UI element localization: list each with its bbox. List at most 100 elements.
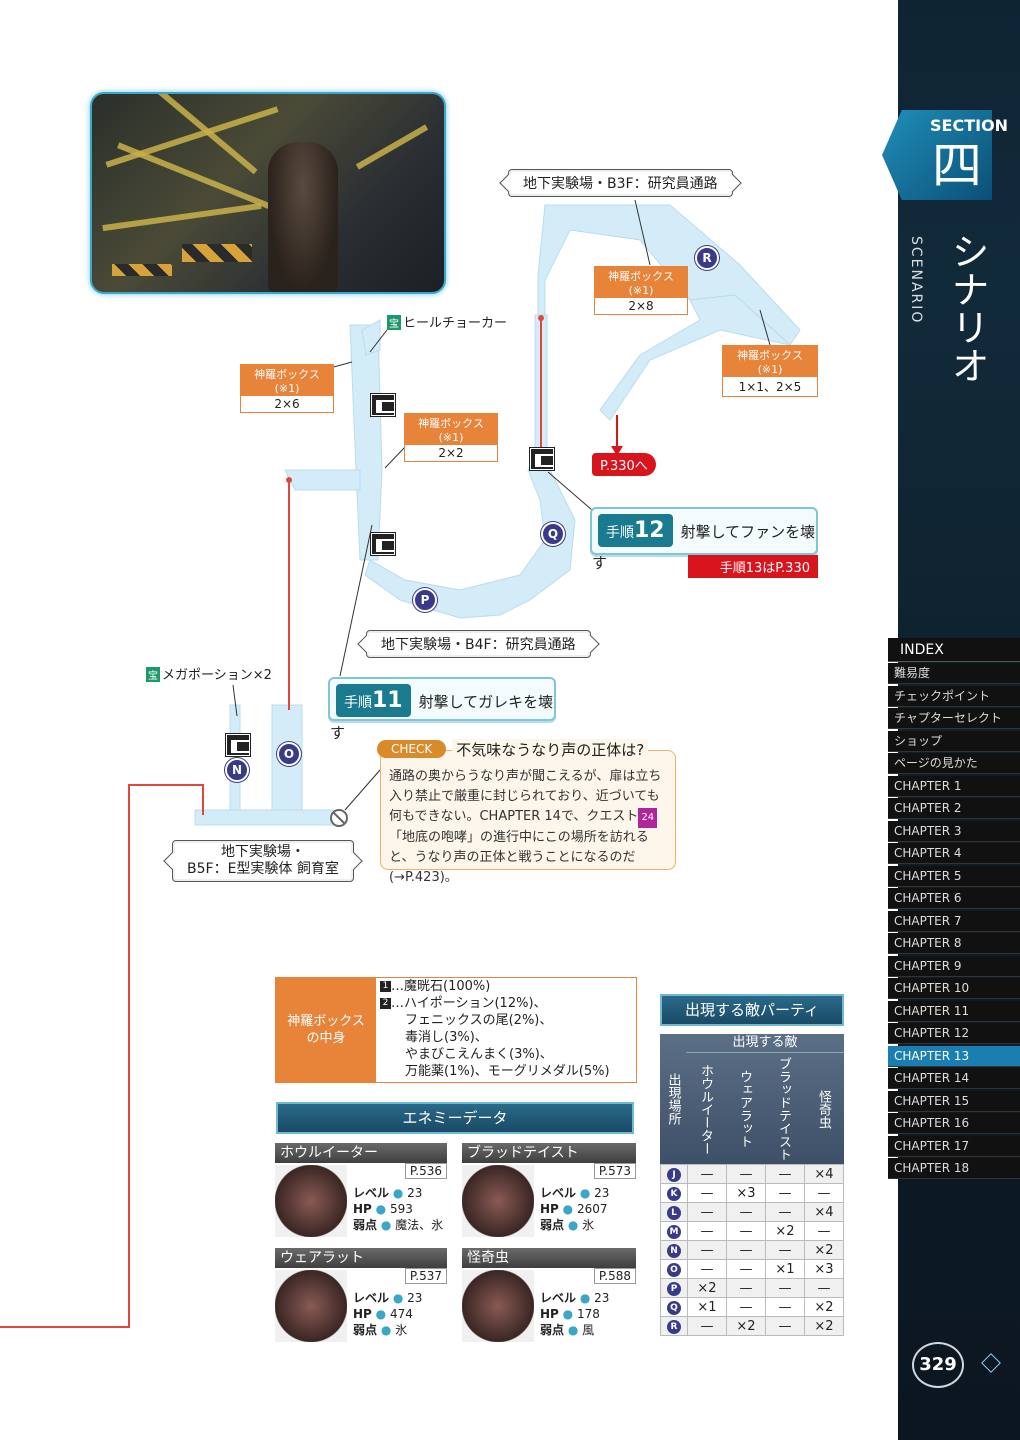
step-13-note: 手順13はP.330: [688, 555, 818, 578]
party-location-cell: J: [660, 1164, 688, 1184]
party-count-cell: —: [726, 1259, 766, 1279]
index-item[interactable]: チャプターセレクト: [888, 708, 1020, 729]
party-count-cell: —: [726, 1202, 766, 1222]
chest-content: 2×2: [438, 446, 464, 460]
party-count-cell: ×2: [726, 1316, 766, 1336]
box-contents-label-line2: の中身: [306, 1031, 346, 1046]
index-item[interactable]: ショップ: [888, 730, 1020, 752]
stat-label: レベル: [353, 1291, 390, 1305]
list-item: 1…魔晄石(100%): [380, 978, 610, 995]
treasure-heal-choker: 宝ヒールチョーカー: [387, 312, 507, 331]
party-count-cell: —: [765, 1240, 805, 1260]
enemy-card: 怪奇虫 P.588 レベル ● 23 HP ● 178 弱点 ● 風: [462, 1248, 636, 1344]
enemy-name: 怪奇虫: [462, 1248, 636, 1268]
enemy-hp: 2607: [576, 1202, 608, 1216]
party-count-cell: —: [726, 1164, 766, 1184]
party-table-header: 出現する敵 出現場所 ホウルイーター ウェアラット ブラッドテイスト 怪奇虫: [660, 1034, 844, 1164]
party-location-cell: M: [660, 1221, 688, 1241]
table-row: L———×4: [660, 1202, 844, 1222]
enemy-name: ホウルイーター: [275, 1143, 447, 1163]
floor-label-b5f-line1: 地下実験場・: [220, 844, 305, 860]
party-count-cell: —: [726, 1278, 766, 1298]
treasure-icon: 宝: [146, 667, 160, 682]
index-item[interactable]: CHAPTER 4: [888, 843, 1020, 864]
stat-label: レベル: [353, 1186, 390, 1200]
index-item[interactable]: CHAPTER 18: [888, 1158, 1020, 1179]
step-number-value: 12: [634, 518, 665, 543]
enemy-portrait: [275, 1165, 347, 1237]
index-item[interactable]: CHAPTER 16: [888, 1113, 1020, 1134]
enemy-page: P.536: [404, 1163, 447, 1179]
table-row: K—×3——: [660, 1183, 844, 1203]
party-count-cell: —: [765, 1316, 805, 1336]
index-item[interactable]: ページの見かた: [888, 753, 1020, 774]
index-item[interactable]: CHAPTER 6: [888, 888, 1020, 909]
floor-label-b5f-line2: B5F：E型実験体 飼育室: [187, 861, 339, 877]
enemy-name: ウェアラット: [275, 1248, 447, 1268]
enemy-card: ウェアラット P.537 レベル ● 23 HP ● 474 弱点 ● 氷: [275, 1248, 447, 1344]
party-count-cell: —: [687, 1316, 727, 1336]
index-item[interactable]: CHAPTER 10: [888, 978, 1020, 999]
index-item[interactable]: 難易度: [888, 663, 1020, 684]
index-item[interactable]: チェックポイント: [888, 685, 1020, 707]
save-point-icon: [226, 734, 250, 756]
party-count-cell: ×2: [687, 1278, 727, 1298]
party-count-cell: —: [804, 1183, 844, 1203]
chest-title: 神羅ボックス(※1): [241, 365, 333, 396]
index-item[interactable]: CHAPTER 2: [888, 798, 1020, 819]
chest-box: 神羅ボックス(※1) 2×6: [240, 364, 334, 413]
index-item[interactable]: CHAPTER 13: [888, 1045, 1020, 1067]
party-count-cell: ×1: [765, 1259, 805, 1279]
party-count-cell: —: [765, 1202, 805, 1222]
chest-box: 神羅ボックス(※1) 1×1、2×5: [722, 345, 818, 397]
enemy-hp: 593: [389, 1202, 413, 1216]
box-contents-label-line1: 神羅ボックス: [287, 1014, 365, 1029]
enemy-stats: レベル ● 23 HP ● 178 弱点 ● 風: [540, 1291, 610, 1337]
check-box: CHECK 不気味なうなり声の正体は? 通路の奥からうなり声が聞こえるが、扉は立…: [377, 738, 676, 885]
party-count-cell: ×3: [726, 1183, 766, 1203]
party-count-cell: —: [687, 1221, 727, 1241]
enemy-weakness: 氷: [582, 1218, 595, 1232]
check-tag: CHECK: [377, 740, 447, 758]
stat-label: HP: [540, 1202, 559, 1216]
enemy-page: P.573: [593, 1163, 636, 1179]
enemy-level: 23: [594, 1186, 610, 1200]
enemy-weakness: 風: [582, 1323, 595, 1337]
goto-page-tag: P.330へ: [592, 453, 656, 476]
index-item[interactable]: CHAPTER 11: [888, 1000, 1020, 1022]
index-item[interactable]: CHAPTER 5: [888, 865, 1020, 887]
stat-label: HP: [353, 1307, 372, 1321]
party-count-cell: —: [726, 1221, 766, 1241]
treasure-label: メガポーション×2: [162, 668, 272, 683]
party-count-cell: —: [687, 1202, 727, 1222]
check-body-part1: 通路の奥からうなり声が聞こえるが、扉は立ち入り禁止で厳重に封じられており、近づい…: [389, 769, 662, 824]
treasure-label: ヒールチョーカー: [403, 316, 508, 331]
index-item[interactable]: CHAPTER 8: [888, 933, 1020, 954]
index-item[interactable]: CHAPTER 3: [888, 820, 1020, 842]
chest-box: 神羅ボックス(※1) 2×8: [594, 266, 688, 315]
table-row: N———×2: [660, 1240, 844, 1260]
index-item[interactable]: CHAPTER 9: [888, 955, 1020, 977]
chest-title: 神羅ボックス(※1): [723, 346, 817, 377]
party-location-header-cell: 出現場所: [660, 1034, 686, 1164]
stat-label: 弱点: [540, 1323, 565, 1337]
index-item[interactable]: CHAPTER 1: [888, 775, 1020, 797]
party-location-marker: J: [667, 1168, 681, 1182]
enemy-page: P.537: [404, 1268, 447, 1284]
party-location-cell: L: [660, 1202, 688, 1222]
index-item[interactable]: CHAPTER 17: [888, 1135, 1020, 1157]
step-text: 射撃してガレキを壊す: [330, 693, 554, 742]
table-row: R—×2—×2: [660, 1316, 844, 1336]
chest-content: 2×8: [628, 299, 654, 313]
party-count-cell: —: [687, 1164, 727, 1184]
party-count-cell: ×4: [804, 1202, 844, 1222]
party-count-cell: —: [687, 1240, 727, 1260]
index-item[interactable]: CHAPTER 14: [888, 1068, 1020, 1089]
enemy-data-banner: エネミーデータ: [276, 1102, 634, 1134]
index-item[interactable]: CHAPTER 7: [888, 910, 1020, 932]
index-item[interactable]: CHAPTER 12: [888, 1023, 1020, 1044]
index-item[interactable]: CHAPTER 15: [888, 1090, 1020, 1112]
list-item: 2…ハイポーション(12%)、: [380, 995, 610, 1012]
party-count-cell: —: [726, 1240, 766, 1260]
